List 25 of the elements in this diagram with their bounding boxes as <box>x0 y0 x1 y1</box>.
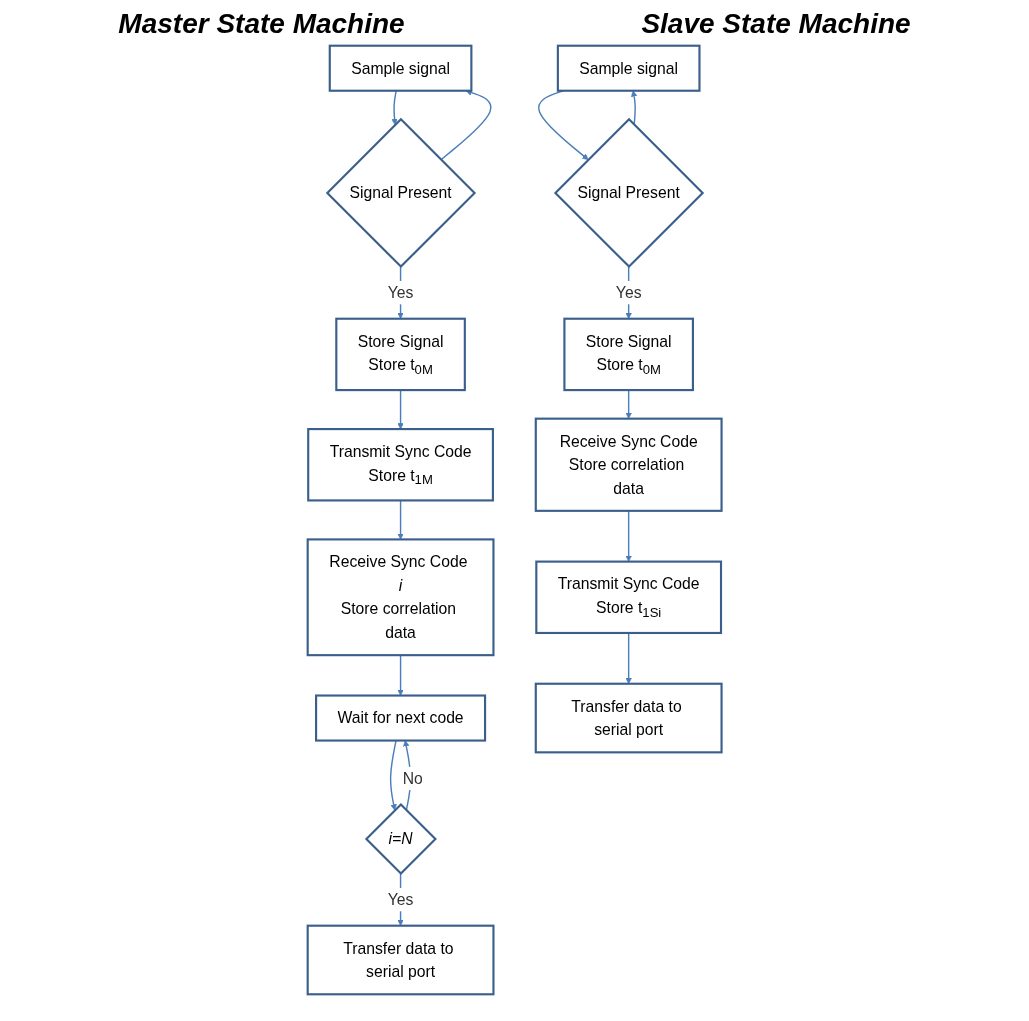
node-box: Transfer data to serial port <box>534 682 723 754</box>
edge-label: Yes <box>387 283 414 302</box>
node-diamond: Signal Present <box>325 117 476 269</box>
node-box: Wait for next code <box>314 694 486 742</box>
node-box: Sample signal <box>328 44 473 92</box>
node-box: Sample signal <box>556 44 701 92</box>
node-box: Transmit Sync Code Store t$_{1Si}$ <box>535 560 722 635</box>
column-heading: Master State Machine <box>118 8 405 40</box>
arrow <box>625 510 632 562</box>
node-box: Receive Sync Code Store correlation data <box>534 417 723 512</box>
arrow <box>391 90 398 126</box>
edge-label: Yes <box>615 283 642 302</box>
edge-label: Yes <box>387 890 414 909</box>
node-box: Transmit Sync Code Store t$_{1M}$ <box>307 428 494 502</box>
arrow <box>440 89 492 161</box>
node-diamond: Signal Present <box>553 117 705 269</box>
node-box: Store Signal Store t$_{0M}$ <box>563 317 694 392</box>
column-heading: Slave State Machine <box>641 8 911 40</box>
node-box: Receive Sync Code i Store correlation data <box>306 538 495 657</box>
edge-label: No <box>402 769 423 788</box>
node-box: Transfer data to serial port <box>306 924 495 996</box>
node-diamond: i=N <box>364 802 437 876</box>
arrow <box>403 740 412 811</box>
arrow <box>537 90 589 160</box>
node-box: Store Signal Store t$_{0M}$ <box>335 317 466 392</box>
